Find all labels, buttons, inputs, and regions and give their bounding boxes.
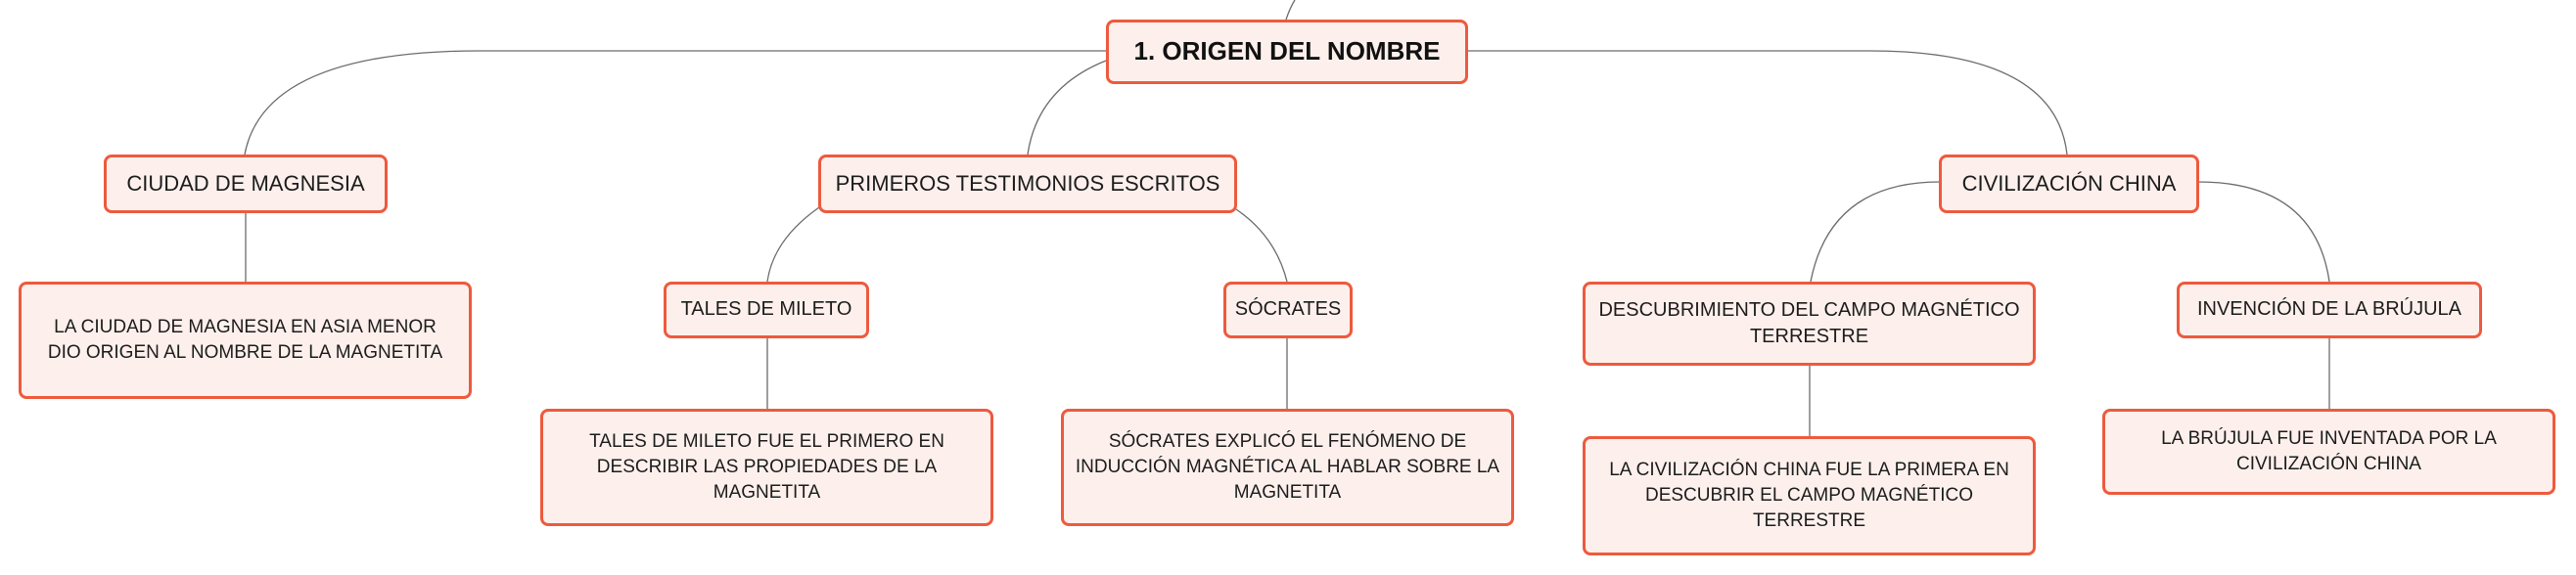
connector-china-to-invencion <box>2197 181 2330 283</box>
node-civilizacion-china-label: CIVILIZACIÓN CHINA <box>1961 171 2177 197</box>
leaf-china-text[interactable]: LA CIVILIZACIÓN CHINA FUE LA PRIMERA EN … <box>1583 436 2036 555</box>
connector-root-to-primeros-testimonios <box>1027 60 1107 155</box>
connector-primeros-to-socrates <box>1232 206 1288 283</box>
leaf-brujula-text[interactable]: LA BRÚJULA FUE INVENTADA POR LA CIVILIZA… <box>2102 409 2555 495</box>
connector-primeros-to-tales <box>766 206 820 283</box>
node-primeros-testimonios[interactable]: PRIMEROS TESTIMONIOS ESCRITOS <box>818 155 1237 213</box>
leaf-magnesia-text[interactable]: LA CIUDAD DE MAGNESIA EN ASIA MENOR DIO … <box>19 282 472 399</box>
node-ciudad-magnesia-label: CIUDAD DE MAGNESIA <box>126 171 365 197</box>
leaf-tales-text[interactable]: TALES DE MILETO FUE EL PRIMERO EN DESCRI… <box>540 409 993 526</box>
leaf-brujula-text-label: LA BRÚJULA FUE INVENTADA POR LA CIVILIZA… <box>2161 428 2497 474</box>
node-ciudad-magnesia[interactable]: CIUDAD DE MAGNESIA <box>104 155 388 213</box>
leaf-socrates-text-label: SÓCRATES EXPLICÓ EL FENÓMENO DE INDUCCIÓ… <box>1075 431 1500 503</box>
node-tales-de-mileto[interactable]: TALES DE MILETO <box>664 282 869 338</box>
node-primeros-testimonios-label: PRIMEROS TESTIMONIOS ESCRITOS <box>835 171 1220 197</box>
leaf-tales-text-label: TALES DE MILETO FUE EL PRIMERO EN DESCRI… <box>589 431 944 503</box>
node-descubrimiento-campo[interactable]: DESCUBRIMIENTO DEL CAMPO MAGNÉTICO TERRE… <box>1583 282 2036 366</box>
root-node[interactable]: 1. ORIGEN DEL NOMBRE <box>1106 20 1468 84</box>
connector-root-to-civilizacion-china <box>1468 50 2068 155</box>
node-descubrimiento-campo-label: DESCUBRIMIENTO DEL CAMPO MAGNÉTICO TERRE… <box>1598 298 2020 347</box>
node-civilizacion-china[interactable]: CIVILIZACIÓN CHINA <box>1939 155 2199 213</box>
node-socrates[interactable]: SÓCRATES <box>1223 282 1353 338</box>
connector-root-to-ciudad-magnesia <box>244 50 1106 155</box>
root-label: 1. ORIGEN DEL NOMBRE <box>1133 36 1441 66</box>
connector-parent-to-root <box>1285 0 1296 21</box>
leaf-china-text-label: LA CIVILIZACIÓN CHINA FUE LA PRIMERA EN … <box>1609 460 2009 531</box>
node-tales-de-mileto-label: TALES DE MILETO <box>680 298 852 321</box>
node-socrates-label: SÓCRATES <box>1234 298 1342 321</box>
connector-china-to-descubrimiento <box>1810 181 1941 283</box>
leaf-magnesia-text-label: LA CIUDAD DE MAGNESIA EN ASIA MENOR DIO … <box>47 317 443 363</box>
node-invencion-brujula[interactable]: INVENCIÓN DE LA BRÚJULA <box>2177 282 2482 338</box>
leaf-socrates-text[interactable]: SÓCRATES EXPLICÓ EL FENÓMENO DE INDUCCIÓ… <box>1061 409 1514 526</box>
node-invencion-brujula-label: INVENCIÓN DE LA BRÚJULA <box>2196 298 2462 321</box>
